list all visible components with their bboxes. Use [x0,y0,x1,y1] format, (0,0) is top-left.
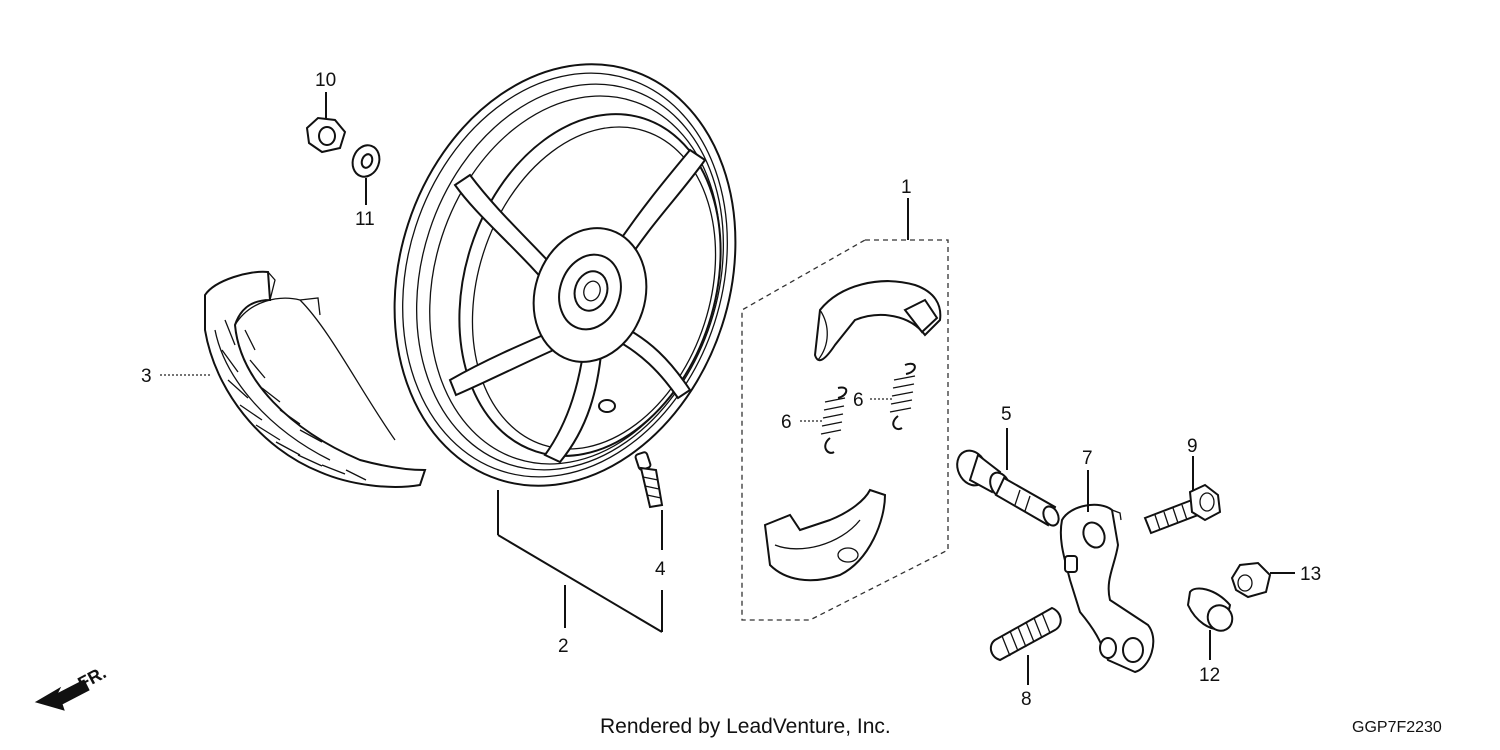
return-spring-drawing [989,606,1062,662]
callout-8: 8 [1021,689,1032,710]
callout-3: 3 [141,366,152,387]
callout-12: 12 [1199,665,1220,686]
callout-5: 5 [1001,404,1012,425]
callout-7: 7 [1082,448,1093,469]
callout-6b: 6 [853,390,864,411]
callout-4: 4 [655,559,666,580]
tire-drawing [204,270,427,488]
nut-washer-drawing [305,116,381,178]
callout-6a: 6 [781,412,792,433]
callout-11: 11 [355,209,375,230]
rear-wheel-drawing [393,63,737,487]
brake-cam-drawing [956,449,1060,527]
brake-shoes-drawing [763,280,942,582]
nut-collar-drawing [1186,561,1272,632]
callout-13: 13 [1300,564,1321,585]
brake-springs-drawing [820,362,916,454]
diagram-code: GGP7F2230 [1352,719,1442,736]
brake-arm-drawing [1059,503,1155,674]
callout-9: 9 [1187,436,1198,457]
valve-drawing [634,451,664,509]
footer-credit: Rendered by LeadVenture, Inc. [600,715,891,738]
front-arrow-icon [34,679,90,711]
bolt-drawing [1143,483,1222,535]
callout-1: 1 [901,177,912,198]
callout-2: 2 [558,636,569,657]
callout-10: 10 [315,70,336,91]
callout-leaders [160,92,1295,685]
